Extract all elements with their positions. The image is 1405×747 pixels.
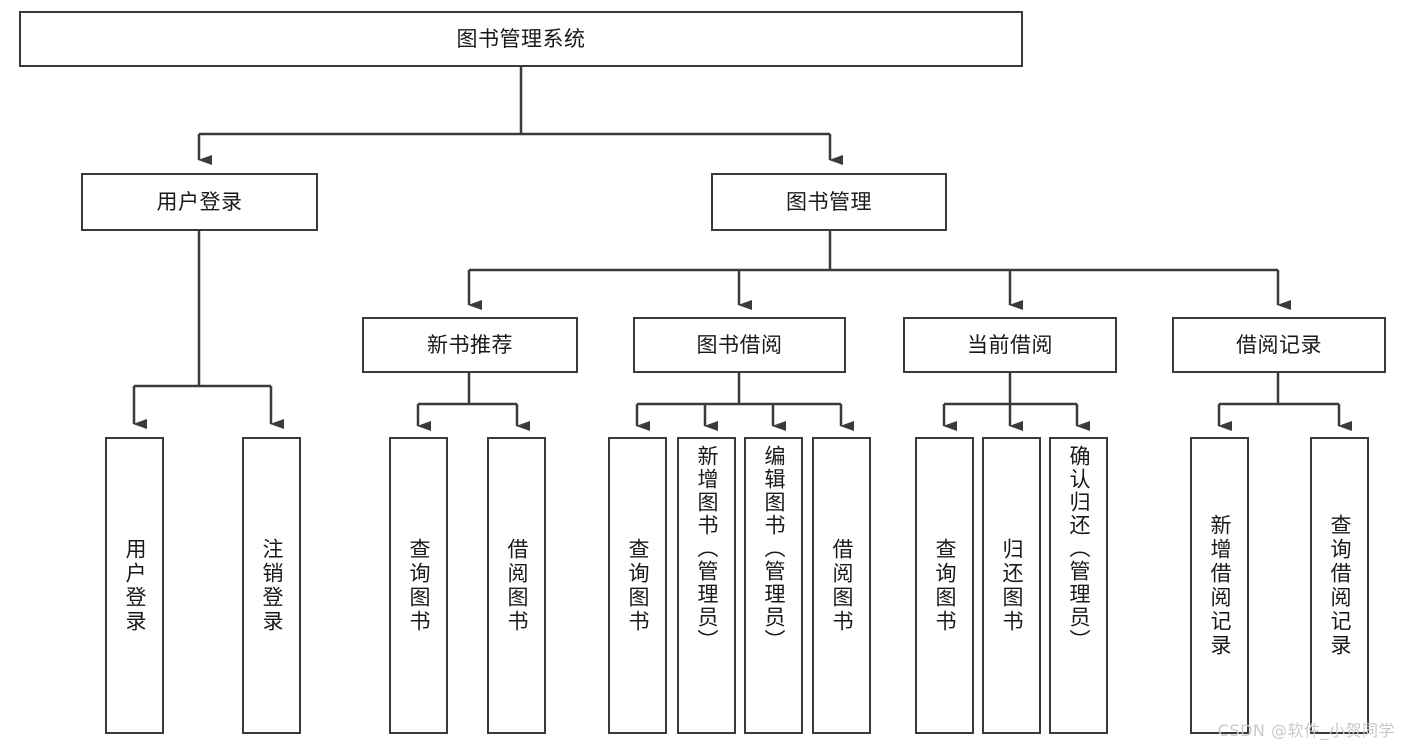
- node-book-manage[interactable]: 图书管理: [711, 173, 947, 231]
- node-leaf-query-book-1-label: 查询图书: [407, 537, 431, 634]
- node-root[interactable]: 图书管理系统: [19, 11, 1023, 67]
- node-borrow-record[interactable]: 借阅记录: [1172, 317, 1386, 373]
- node-leaf-query-book-3-label: 查询图书: [933, 537, 957, 634]
- node-leaf-logout[interactable]: 注销登录: [242, 437, 301, 734]
- node-leaf-query-book-3[interactable]: 查询图书: [915, 437, 974, 734]
- node-leaf-confirm-return[interactable]: 确认归还（管理员）: [1049, 437, 1108, 734]
- node-leaf-edit-book[interactable]: 编辑图书（管理员）: [744, 437, 803, 734]
- node-root-label: 图书管理系统: [456, 26, 586, 51]
- node-leaf-query-book-2[interactable]: 查询图书: [608, 437, 667, 734]
- node-book-borrow[interactable]: 图书借阅: [633, 317, 846, 373]
- node-book-borrow-label: 图书借阅: [696, 332, 783, 357]
- node-leaf-borrow-book-2[interactable]: 借阅图书: [812, 437, 871, 734]
- node-leaf-return-book-label: 归还图书: [1000, 537, 1024, 634]
- node-leaf-add-record-label: 新增借阅记录: [1208, 513, 1232, 658]
- node-leaf-query-record[interactable]: 查询借阅记录: [1310, 437, 1369, 734]
- node-leaf-borrow-book-1[interactable]: 借阅图书: [487, 437, 546, 734]
- node-leaf-query-record-label: 查询借阅记录: [1328, 513, 1352, 658]
- node-leaf-return-book[interactable]: 归还图书: [982, 437, 1041, 734]
- node-leaf-user-login[interactable]: 用户登录: [105, 437, 164, 734]
- node-leaf-borrow-book-1-label: 借阅图书: [505, 537, 529, 634]
- node-new-book-rec-label: 新书推荐: [427, 332, 513, 357]
- node-user-login-label: 用户登录: [156, 189, 243, 214]
- node-current-borrow[interactable]: 当前借阅: [903, 317, 1117, 373]
- node-new-book-rec[interactable]: 新书推荐: [362, 317, 578, 373]
- node-leaf-add-book[interactable]: 新增图书（管理员）: [677, 437, 736, 734]
- node-borrow-record-label: 借阅记录: [1236, 332, 1322, 357]
- node-leaf-user-login-label: 用户登录: [123, 537, 147, 634]
- node-leaf-query-book-1[interactable]: 查询图书: [389, 437, 448, 734]
- node-leaf-edit-book-label: 编辑图书（管理员）: [762, 445, 786, 652]
- node-leaf-query-book-2-label: 查询图书: [626, 537, 650, 634]
- node-user-login[interactable]: 用户登录: [81, 173, 318, 231]
- node-leaf-borrow-book-2-label: 借阅图书: [830, 537, 854, 634]
- node-current-borrow-label: 当前借阅: [967, 332, 1053, 357]
- node-leaf-logout-label: 注销登录: [260, 537, 284, 634]
- node-book-manage-label: 图书管理: [786, 189, 872, 214]
- node-leaf-confirm-return-label: 确认归还（管理员）: [1067, 445, 1091, 652]
- node-leaf-add-book-label: 新增图书（管理员）: [695, 445, 719, 652]
- node-leaf-add-record[interactable]: 新增借阅记录: [1190, 437, 1249, 734]
